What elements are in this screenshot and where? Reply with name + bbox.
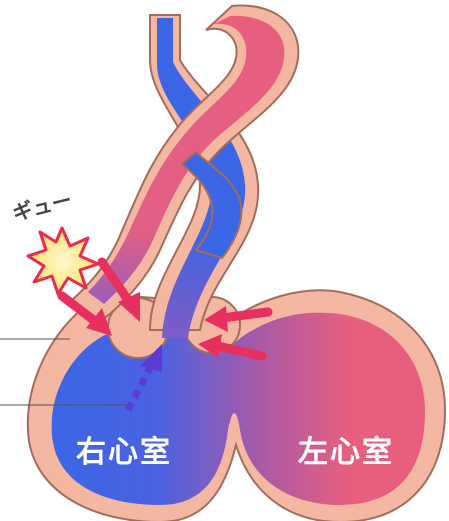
left-ventricle-label: 左心室 bbox=[298, 435, 394, 470]
ventricle-cavity bbox=[52, 313, 425, 505]
right-ventricle-label: 右心室 bbox=[76, 435, 172, 470]
squeeze-sound-label: ギュー bbox=[10, 188, 74, 226]
